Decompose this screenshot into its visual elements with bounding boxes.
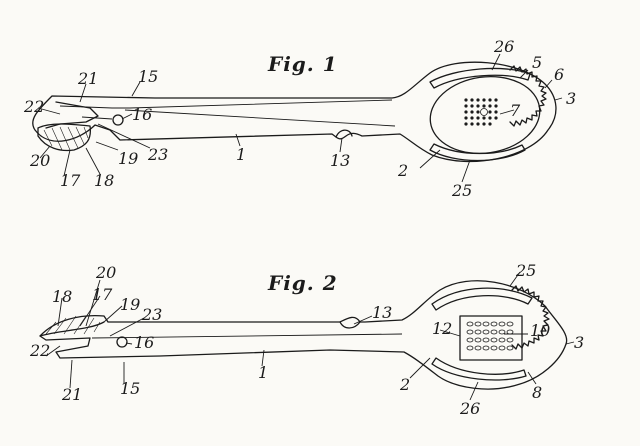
fig1-label-17: 17 (60, 171, 81, 190)
fig1-title: Fig. 1 (267, 52, 338, 76)
fig2-label-22: 22 (29, 341, 50, 360)
fig2-label-16: 16 (134, 333, 154, 352)
fig2-label-23: 23 (141, 305, 162, 324)
fig1-label-13: 13 (330, 151, 350, 170)
fig2-label-15: 15 (120, 379, 140, 398)
fig1-label-21: 21 (77, 69, 98, 88)
fig2-label-3: 3 (574, 333, 584, 352)
fig1-label-15: 15 (138, 67, 158, 86)
fig1-label-25: 25 (451, 181, 472, 200)
fig2-label-17: 17 (92, 285, 113, 304)
fig2-label-13: 13 (372, 303, 392, 322)
fig1-spoon-outline (32, 61, 557, 163)
fig1-handle-line (59, 99, 393, 109)
fig2-label-18: 18 (52, 287, 72, 306)
fig1-label-7: 7 (510, 101, 521, 120)
fig2-leader-lines (45, 271, 575, 401)
fig2-strainer-plate (459, 315, 523, 361)
fig2-label-21: 21 (61, 385, 82, 404)
fig1-clip-slot (81, 116, 113, 120)
fig2-label-1: 1 (258, 363, 268, 382)
fig1-label-6: 6 (554, 65, 564, 84)
fig1-slot-top (429, 67, 531, 89)
fig1-label-18: 18 (94, 171, 114, 190)
fig2-notch (339, 321, 361, 329)
fig2-handle-line (91, 333, 403, 339)
fig1-label-5: 5 (532, 53, 542, 72)
fig2-title: Fig. 2 (267, 271, 338, 295)
figure-2: Fig. 2 (29, 261, 584, 418)
fig2-label-20: 20 (95, 263, 116, 282)
fig1-label-19: 19 (118, 149, 138, 168)
fig1-serrated-edge (509, 65, 547, 127)
fig1-label-1: 1 (236, 145, 246, 164)
fig2-rivet-hole (116, 336, 128, 348)
fig2-label-2: 2 (399, 375, 410, 394)
fig2-perforations (466, 321, 514, 351)
fig1-label-23: 23 (147, 145, 168, 164)
fig1-slot-bottom (429, 143, 526, 162)
fig1-label-2: 2 (397, 161, 408, 180)
fig1-leader-lines (37, 53, 563, 183)
fig2-spoon-outline (39, 280, 568, 390)
fig2-label-8: 8 (532, 383, 542, 402)
fig2-label-25: 25 (515, 261, 536, 280)
fig2-label-10: 10 (530, 321, 550, 340)
fig1-label-26: 26 (493, 37, 514, 56)
fig1-handle-edge (124, 109, 396, 127)
fig1-label-20: 20 (29, 151, 50, 170)
fig1-label-22: 22 (23, 97, 44, 116)
fig1-perforations (464, 98, 498, 126)
fig2-blade-hatching (45, 315, 101, 335)
fig1-label-16: 16 (132, 105, 152, 124)
fig1-rivet-hole (112, 114, 124, 126)
fig2-slot-bottom (431, 357, 527, 381)
fig2-slot-top (431, 287, 533, 311)
fig2-label-12: 12 (432, 319, 452, 338)
fig2-label-26: 26 (459, 399, 480, 418)
fig2-label-19: 19 (120, 295, 140, 314)
fig2-blade (39, 321, 105, 337)
figure-1: Fig. 1 (23, 37, 576, 200)
fig1-label-3: 3 (566, 89, 576, 108)
fig1-blade-hatching (43, 126, 89, 151)
fig1-notch (335, 129, 353, 138)
fig2-serrated-edge (511, 285, 550, 350)
